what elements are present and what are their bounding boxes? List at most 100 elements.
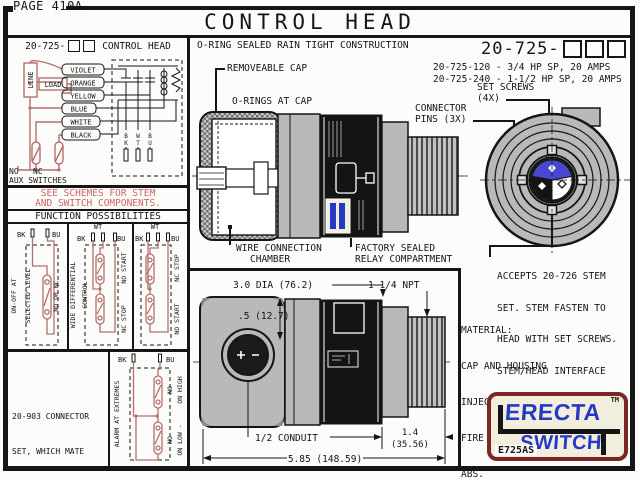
side-label-2: CONTROL (81, 281, 89, 308)
dim-dia: 3.0 DIA (76.2) (233, 280, 313, 291)
dim-length: 5.85 (148.59) (288, 454, 362, 465)
connector-face (531, 159, 573, 201)
dimensioned-front-view: LOAD EXTERNAL 3.0 DIA (76.2) 1-1/4 NPT .… (193, 280, 453, 465)
pin-label-bu: BU (52, 231, 60, 239)
tm-mark: TM (610, 396, 619, 404)
left-header-prefix: 20-725- (25, 40, 66, 52)
mini-relay-box (327, 350, 359, 368)
svg-text:B: B (148, 133, 152, 140)
pin-label-bk: BK (118, 356, 127, 364)
pin-terminals (123, 147, 153, 162)
switch-wiring (92, 241, 116, 333)
pin-label-bk: BK (135, 235, 144, 243)
band-edges (323, 302, 379, 422)
divider-bottom-left (108, 351, 110, 466)
frame-right (630, 6, 635, 471)
connector-pins-label-2: PINS (3X) (415, 114, 467, 125)
connector-set-note: 20-903 CONNECTOR SET, WHICH MATE WITH CO… (12, 412, 90, 456)
relay-symbol (335, 162, 375, 194)
band-000-text: 000 (346, 134, 352, 143)
side-label-1: ON-OFF AT (10, 278, 18, 313)
junction-dot (98, 287, 102, 291)
pin-stack-labels: BK WT BU (124, 133, 152, 147)
frame-top (66, 6, 635, 10)
set-screws-label-1: SET SCREWS (477, 82, 535, 93)
body-step (381, 306, 409, 418)
logo-line1: ERECTA (504, 399, 602, 425)
pin-label-bu: BU (171, 235, 179, 243)
aux-switches-label: AUX SWITCHES (9, 176, 67, 185)
relay-label-band (319, 299, 383, 425)
pins (91, 232, 117, 242)
chamber-marker (228, 225, 232, 229)
side-label-2: SELECTED LEVEL (24, 269, 32, 324)
inner-label: NO OR NC (52, 280, 60, 311)
pins (146, 232, 170, 242)
wiring-black-wires (96, 65, 182, 135)
pin-label-bu: BU (117, 235, 125, 243)
load-label: LOAD (45, 81, 62, 89)
dimension-lines (202, 284, 453, 464)
pin-label-bk: BK (77, 235, 86, 243)
svg-text:T: T (136, 140, 140, 147)
function-diagram-on-off: BK BU ON-OFF AT SELECTED LEVEL NO OR NC (10, 228, 60, 346)
divider-fnheader-bottom (8, 222, 187, 224)
divider-middle-horizontal (187, 268, 461, 271)
control-head-end-view (480, 107, 632, 253)
chamber-label-1: WIRE CONNECTION (236, 243, 322, 254)
page-title: CONTROL HEAD (204, 10, 416, 34)
model-prefix: 20-725- (481, 39, 560, 59)
wire-tag-boxes (61, 63, 105, 141)
band-edges (323, 117, 379, 235)
dashed-box (129, 367, 171, 461)
on-high-label: ON HIGH (176, 376, 184, 403)
dashed-box (84, 244, 119, 346)
set-screws-label-2: (4X) (477, 93, 500, 104)
cap-leader-v (215, 68, 217, 112)
body-base (284, 298, 321, 426)
svg-text:VIOLET: VIOLET (70, 67, 96, 75)
external-label: EXTERNAL (368, 365, 377, 402)
pin-label-bu: BU (166, 356, 174, 364)
relay-label-1: FACTORY SEALED (355, 243, 436, 254)
on-low-label: ON LOW - (176, 424, 184, 455)
accepts-leader-v1 (551, 215, 553, 247)
switch-wiring (31, 237, 55, 335)
dim-nipple-1: 1.4 (402, 428, 418, 438)
wire-color-labels: VIOLET ORANGE YELLOW BLUE WHITE BLACK (70, 67, 96, 140)
svg-text:ORANGE: ORANGE (70, 80, 95, 88)
band-fine-print-2 (358, 200, 364, 230)
dim-npt: 1-1/4 NPT (368, 280, 420, 291)
wiring-junction-dots (28, 82, 61, 172)
model-blank-box (68, 40, 81, 52)
npt-threads (407, 316, 446, 408)
stem-note-line1: SEE SCHEMES FOR STEM (40, 188, 156, 199)
frame-corner (3, 6, 13, 12)
chamber-leader (229, 229, 231, 245)
svg-text:WHITE: WHITE (70, 119, 91, 127)
model-blank-box (83, 40, 96, 52)
function-diagram-alarm: BK BU ALARM AT EXTREMES NO NO ON HIGH ON… (113, 353, 184, 461)
divider-col2-col3 (132, 223, 134, 350)
svg-text:U: U (148, 140, 152, 147)
switch-wiring (132, 362, 163, 461)
erecta-switch-logo: TM ERECTA SWITCH E725AS (487, 392, 628, 461)
wiring-pink-wires (17, 60, 72, 171)
model-blank-box (584, 40, 604, 58)
aux-no-label: NO (9, 167, 19, 176)
left-header-title: CONTROL HEAD (102, 40, 171, 52)
wiring-diagram: LINE LOAD VIOLET ORANGE YELLOW BLUE WHIT… (17, 59, 183, 177)
label-window (333, 302, 365, 334)
mini-logo (325, 198, 351, 234)
svg-text:K: K (124, 140, 128, 147)
model-blank-box (606, 40, 626, 58)
logo-bracket-right (601, 432, 606, 455)
svg-text:W: W (136, 133, 140, 140)
side-label-1: WIDE DIFFERENTIAL (69, 262, 77, 329)
svg-text:YELLOW: YELLOW (70, 93, 96, 101)
logo-bracket-mid (498, 429, 620, 434)
npt-threads (407, 136, 459, 216)
left-header: 20-725- CONTROL HEAD (8, 40, 188, 52)
oring-header: O-RING SEALED RAIN TIGHT CONSTRUCTION (197, 40, 409, 51)
